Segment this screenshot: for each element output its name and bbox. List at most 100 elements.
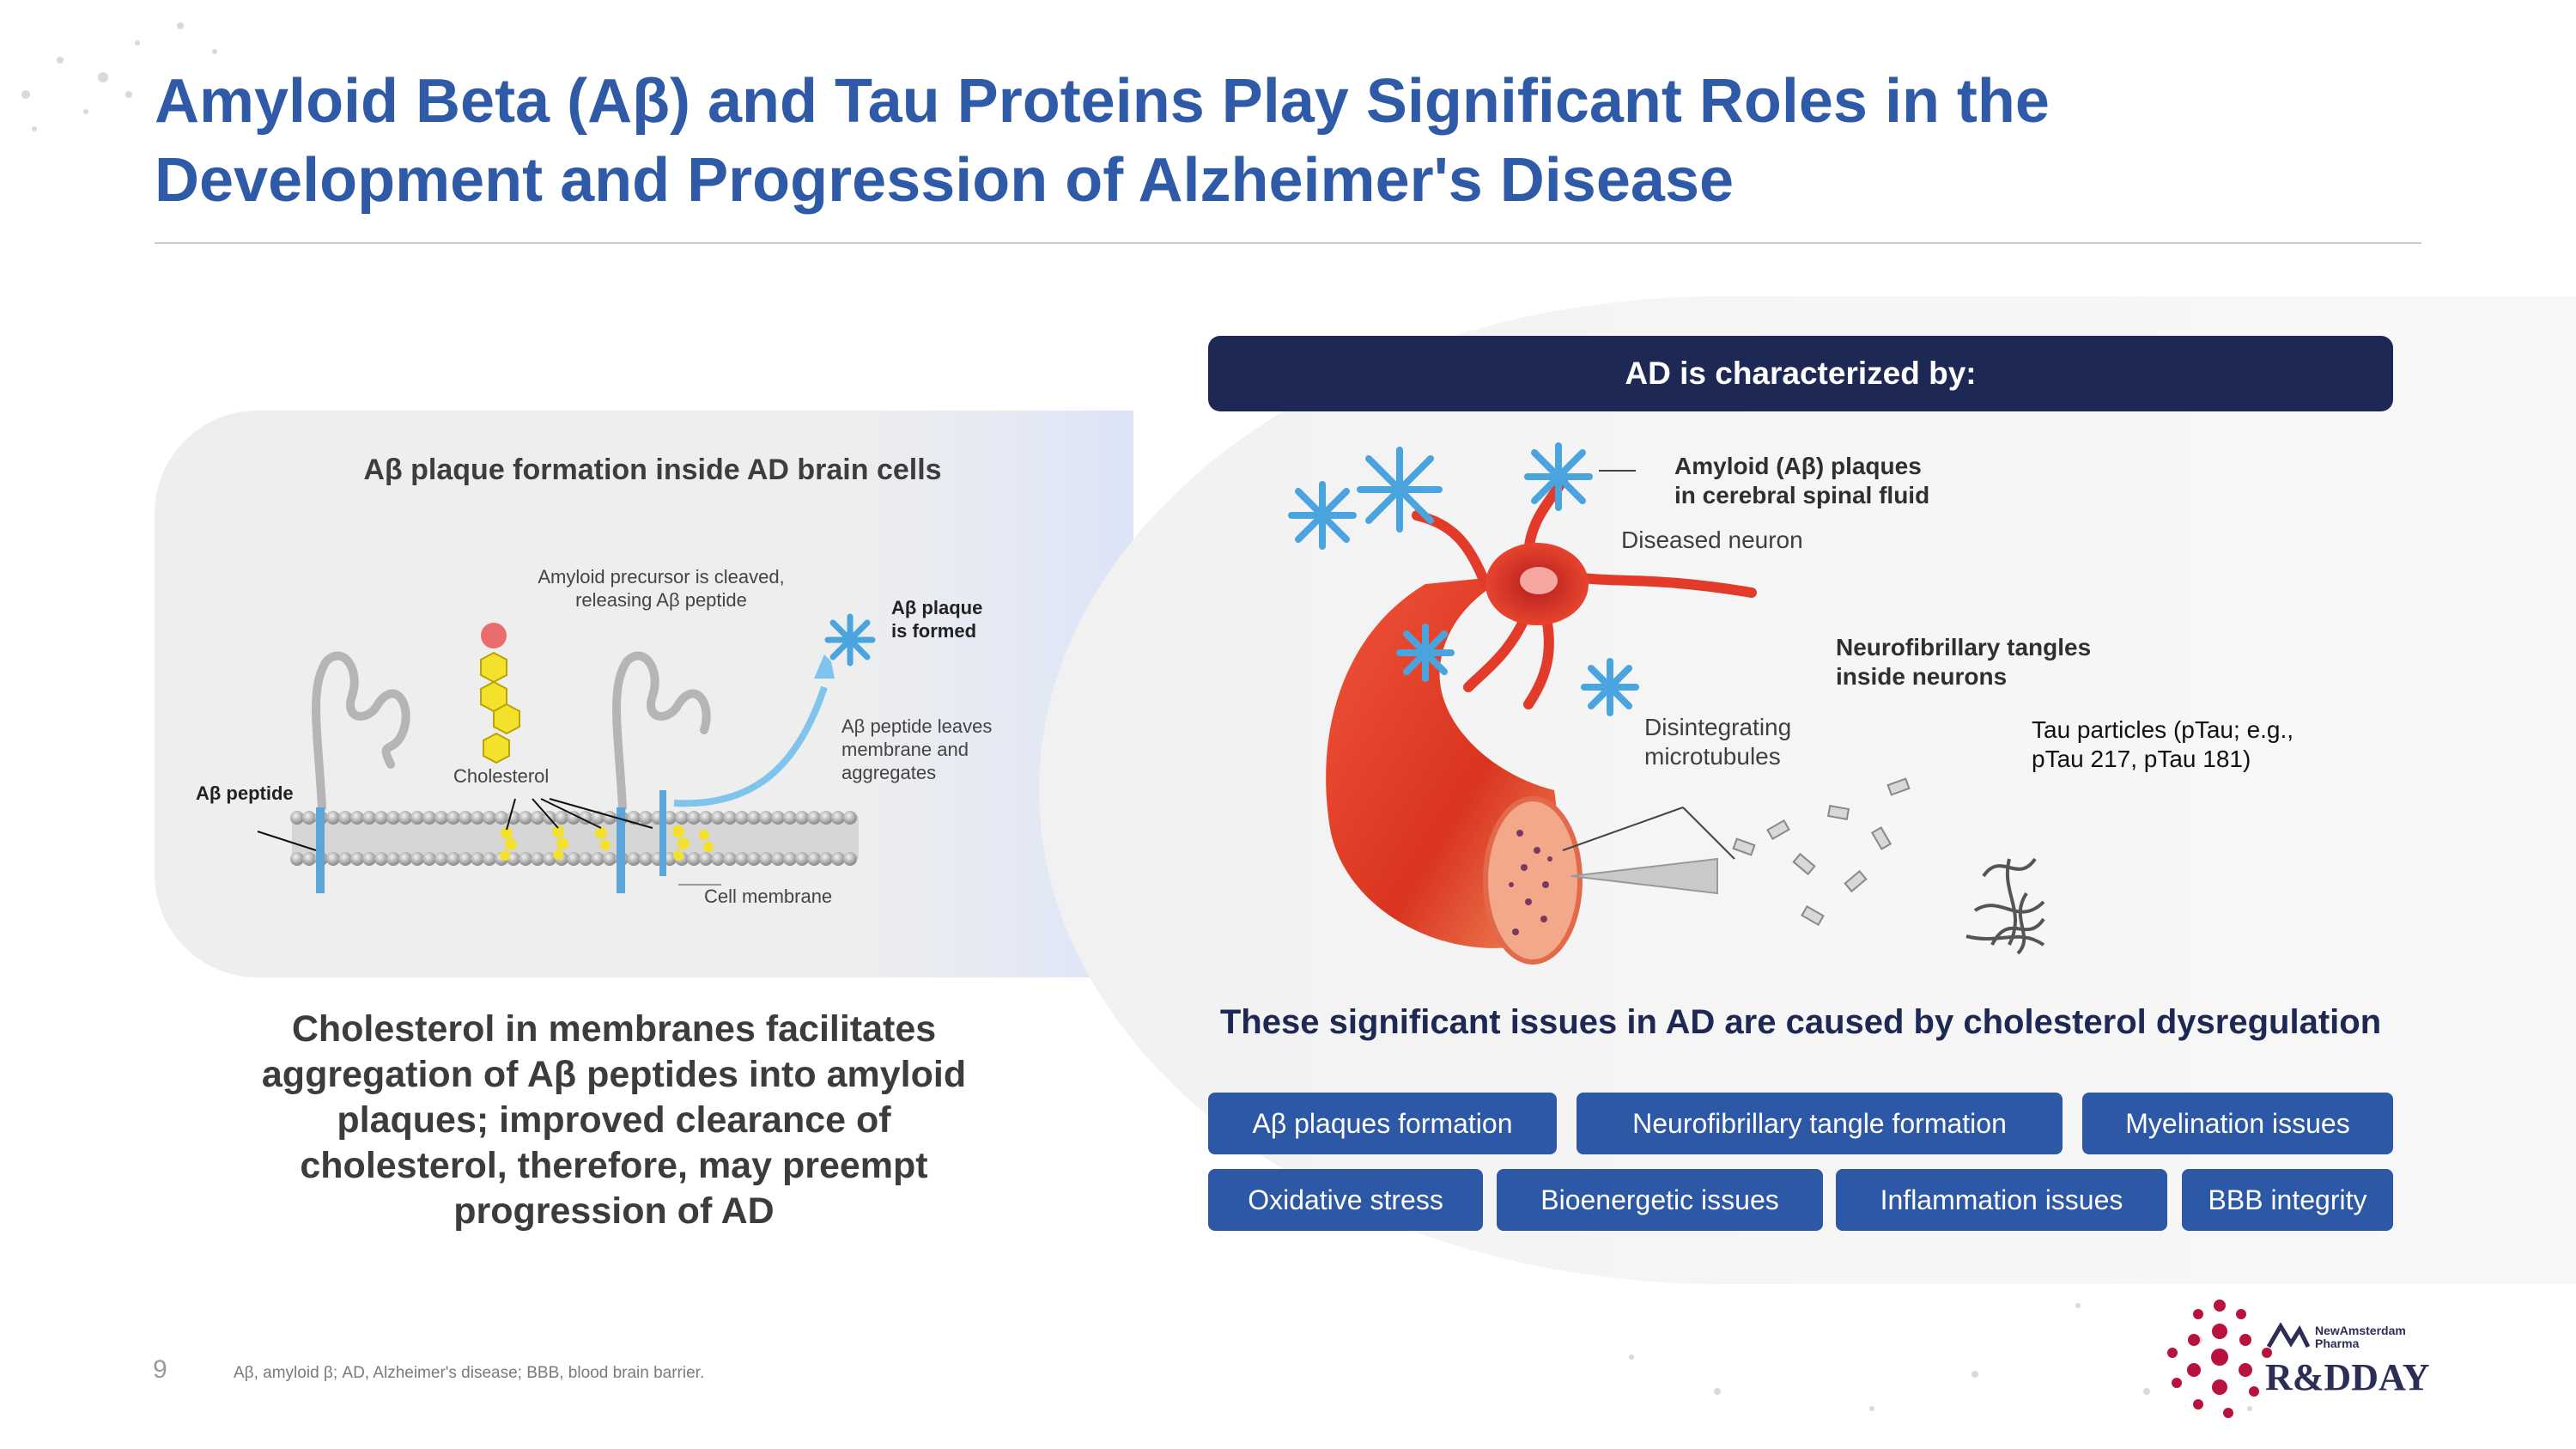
cell-membrane-label: Cell membrane bbox=[704, 886, 833, 907]
lipid-head bbox=[326, 811, 340, 825]
lipid-head bbox=[795, 852, 809, 866]
lipid-head bbox=[735, 811, 749, 825]
lipid-head bbox=[531, 811, 544, 825]
lipid-head bbox=[386, 811, 400, 825]
lipid-head bbox=[422, 852, 436, 866]
lipid-head bbox=[350, 811, 364, 825]
issue-pill-neurofibrillary: Neurofibrillary tangle formation bbox=[1577, 1093, 2063, 1154]
brand-mark-icon bbox=[2267, 1323, 2310, 1349]
lipid-head bbox=[759, 811, 773, 825]
page-title: Amyloid Beta (Aβ) and Tau Proteins Play … bbox=[155, 62, 2387, 220]
lipid-head bbox=[459, 811, 472, 825]
lipid-head bbox=[555, 811, 568, 825]
precursor-label: Amyloid precursor is cleaved, releasing … bbox=[538, 566, 785, 611]
lipid-head bbox=[483, 852, 496, 866]
lipid-head bbox=[639, 811, 653, 825]
lipid-head bbox=[447, 852, 460, 866]
lipid-head bbox=[723, 852, 737, 866]
lipid-head bbox=[447, 811, 460, 825]
lipid-head bbox=[807, 811, 821, 825]
amyloid-plaque-icons bbox=[1288, 442, 1639, 716]
amyloid-plaques-label: Amyloid (Aβ) plaques in cerebral spinal … bbox=[1674, 453, 1930, 508]
lipid-head bbox=[471, 811, 484, 825]
lipid-head bbox=[699, 852, 713, 866]
lipid-head bbox=[471, 852, 484, 866]
lipid-head bbox=[771, 852, 785, 866]
lipid-head bbox=[831, 811, 845, 825]
lipid-head bbox=[567, 852, 580, 866]
lipid-head bbox=[410, 811, 424, 825]
issue-pill-myelination: Myelination issues bbox=[2082, 1093, 2393, 1154]
page-number: 9 bbox=[153, 1355, 167, 1384]
lipid-head bbox=[338, 811, 352, 825]
lipid-head bbox=[795, 811, 809, 825]
logo-event-name: R&DDAY bbox=[2265, 1356, 2430, 1398]
left-panel-title: Aβ plaque formation inside AD brain cell… bbox=[363, 454, 942, 486]
title-divider bbox=[155, 242, 2421, 244]
lipid-head bbox=[675, 811, 689, 825]
lipid-head bbox=[290, 811, 304, 825]
lipid-head bbox=[398, 811, 412, 825]
lipid-head bbox=[410, 852, 424, 866]
lipid-head bbox=[459, 852, 472, 866]
issue-pill-ab-plaques: Aβ plaques formation bbox=[1208, 1093, 1557, 1154]
lipid-head bbox=[783, 811, 797, 825]
neuron-illustration bbox=[1288, 442, 2045, 965]
title-line-1: Amyloid Beta (Aβ) and Tau Proteins Play … bbox=[155, 67, 2050, 136]
lipid-head bbox=[687, 852, 701, 866]
lipid-head bbox=[386, 852, 400, 866]
lipid-head bbox=[639, 852, 653, 866]
lipid-head bbox=[290, 852, 304, 866]
neurofibrillary-tangles-label: Neurofibrillary tangles inside neurons bbox=[1836, 634, 2092, 690]
lipid-head bbox=[398, 852, 412, 866]
company-logo-icon bbox=[2167, 1300, 2272, 1418]
lipid-head bbox=[350, 852, 364, 866]
logo-company-name: NewAmsterdam Pharma bbox=[2315, 1324, 2406, 1350]
cholesterol-label: Cholesterol bbox=[453, 765, 550, 787]
lipid-head bbox=[819, 811, 833, 825]
lipid-head bbox=[819, 852, 833, 866]
lipid-head bbox=[627, 852, 641, 866]
footnote: Aβ, amyloid β; AD, Alzheimer's disease; … bbox=[234, 1364, 705, 1382]
lipid-head bbox=[495, 811, 508, 825]
issue-pill-bioenergetic: Bioenergetic issues bbox=[1497, 1169, 1823, 1231]
title-line-2: Development and Progression of Alzheimer… bbox=[155, 146, 1735, 215]
lipid-head bbox=[747, 852, 761, 866]
lipid-head bbox=[434, 852, 448, 866]
lipid-head bbox=[771, 811, 785, 825]
lipid-head bbox=[362, 852, 376, 866]
lipid-head bbox=[422, 811, 436, 825]
ad-characterized-header: AD is characterized by: bbox=[1208, 336, 2393, 411]
lipid-head bbox=[747, 811, 761, 825]
lipid-head bbox=[326, 852, 340, 866]
lipid-head bbox=[579, 852, 592, 866]
lipid-head bbox=[843, 811, 857, 825]
left-caption: Cholesterol in membranes facilitates agg… bbox=[261, 1008, 967, 1232]
issue-pill-inflammation: Inflammation issues bbox=[1836, 1169, 2167, 1231]
microtubules-label: Disintegrating microtubules bbox=[1644, 714, 1792, 770]
lipid-head bbox=[831, 852, 845, 866]
issue-pill-bbb-integrity: BBB integrity bbox=[2182, 1169, 2393, 1231]
lipid-head bbox=[699, 811, 713, 825]
lipid-head bbox=[362, 811, 376, 825]
issues-heading: These significant issues in AD are cause… bbox=[1219, 1003, 2382, 1041]
ab-peptide-label: Aβ peptide bbox=[196, 782, 294, 804]
issue-pill-oxidative-stress: Oxidative stress bbox=[1208, 1169, 1483, 1231]
diseased-neuron-label: Diseased neuron bbox=[1621, 527, 1803, 553]
lipid-head bbox=[483, 811, 496, 825]
lipid-head bbox=[759, 852, 773, 866]
small-plaque-icon bbox=[824, 613, 876, 667]
lipid-head bbox=[711, 811, 725, 825]
lipid-head bbox=[687, 811, 701, 825]
lipid-head bbox=[302, 811, 316, 825]
lipid-head bbox=[338, 852, 352, 866]
lipid-head bbox=[302, 852, 316, 866]
membrane-illustration bbox=[257, 613, 876, 893]
peptide-leaves-label: Aβ peptide leaves membrane and aggregate… bbox=[841, 715, 993, 783]
lipid-head bbox=[434, 811, 448, 825]
plaque-formed-label: Aβ plaque is formed bbox=[891, 597, 983, 642]
lipid-head bbox=[579, 811, 592, 825]
lipid-head bbox=[543, 852, 556, 866]
lipid-head bbox=[374, 852, 388, 866]
tau-particles-label: Tau particles (pTau; e.g., pTau 217, pTa… bbox=[2032, 716, 2294, 772]
